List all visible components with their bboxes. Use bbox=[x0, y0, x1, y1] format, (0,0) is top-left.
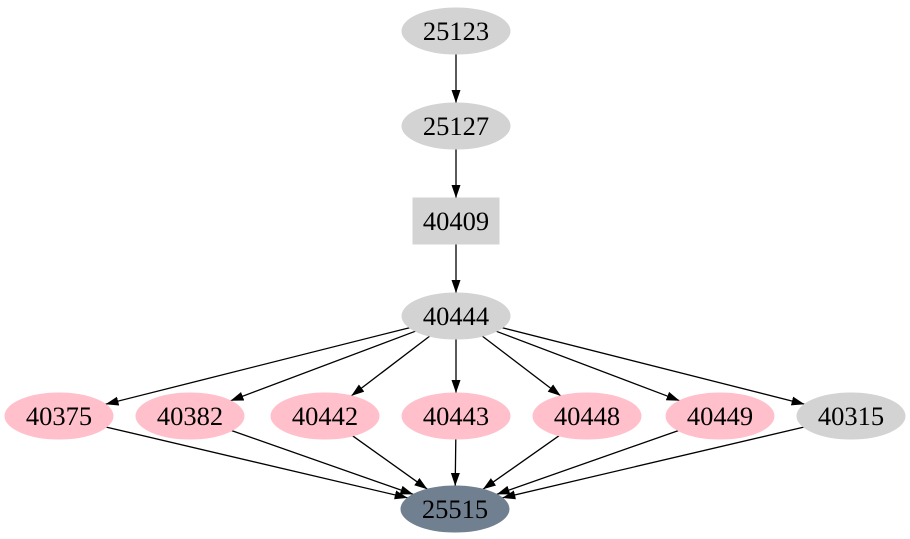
graph-node-40315: 40315 bbox=[796, 392, 906, 440]
edge-40444-to-40315 bbox=[502, 327, 805, 406]
edge-40449-to-25515 bbox=[496, 429, 679, 496]
node-ellipse-shape bbox=[401, 292, 511, 340]
node-label: 25123 bbox=[423, 16, 489, 46]
node-label: 40409 bbox=[423, 206, 489, 236]
graph-node-40449: 40449 bbox=[665, 392, 775, 440]
graph-node-25123: 25123 bbox=[401, 7, 511, 55]
edge-40444-to-40449 bbox=[496, 330, 680, 402]
edge-40442-to-25515 bbox=[352, 435, 428, 490]
node-ellipse-shape bbox=[135, 392, 245, 440]
node-label: 40444 bbox=[423, 301, 489, 331]
graph-node-40442: 40442 bbox=[270, 392, 380, 440]
graph-node-40444: 40444 bbox=[401, 292, 511, 340]
edge-40315-to-25515 bbox=[502, 426, 804, 500]
node-label: 25127 bbox=[423, 111, 489, 141]
edge-40444-to-40375 bbox=[105, 327, 410, 406]
edge-40443-to-25515 bbox=[450, 438, 460, 487]
nodes-layer: 25123 25127 40409 40444 40375 40382 40442 40443… bbox=[4, 7, 906, 533]
graph-node-40375: 40375 bbox=[4, 392, 114, 440]
node-ellipse-shape bbox=[532, 392, 642, 440]
node-box-shape bbox=[412, 197, 500, 245]
node-ellipse-shape bbox=[400, 485, 510, 533]
node-label: 40382 bbox=[157, 401, 223, 431]
node-ellipse-shape bbox=[401, 102, 511, 150]
graph-node-40409: 40409 bbox=[412, 197, 500, 245]
edge-40382-to-25515 bbox=[231, 429, 414, 496]
graph-node-40443: 40443 bbox=[401, 392, 511, 440]
node-ellipse-shape bbox=[401, 392, 511, 440]
node-label: 40315 bbox=[818, 401, 884, 431]
node-ellipse-shape bbox=[270, 392, 380, 440]
node-ellipse-shape bbox=[665, 392, 775, 440]
node-label: 40449 bbox=[687, 401, 753, 431]
edge-40444-to-40448 bbox=[481, 335, 562, 397]
edges-layer bbox=[105, 54, 805, 500]
edge-40375-to-25515 bbox=[106, 426, 408, 500]
node-ellipse-shape bbox=[796, 392, 906, 440]
node-label: 40448 bbox=[554, 401, 620, 431]
edge-40444-to-40442 bbox=[350, 335, 431, 397]
node-label: 40442 bbox=[292, 401, 358, 431]
graph-node-25127: 25127 bbox=[401, 102, 511, 150]
node-label: 25515 bbox=[422, 494, 488, 524]
node-ellipse-shape bbox=[401, 7, 511, 55]
graph-node-40448: 40448 bbox=[532, 392, 642, 440]
node-label: 40443 bbox=[423, 401, 489, 431]
node-label: 40375 bbox=[26, 401, 92, 431]
edge-40444-to-40382 bbox=[230, 330, 416, 402]
edge-40448-to-25515 bbox=[482, 435, 560, 490]
node-ellipse-shape bbox=[4, 392, 114, 440]
graph-node-25515: 25515 bbox=[400, 485, 510, 533]
graph-node-40382: 40382 bbox=[135, 392, 245, 440]
